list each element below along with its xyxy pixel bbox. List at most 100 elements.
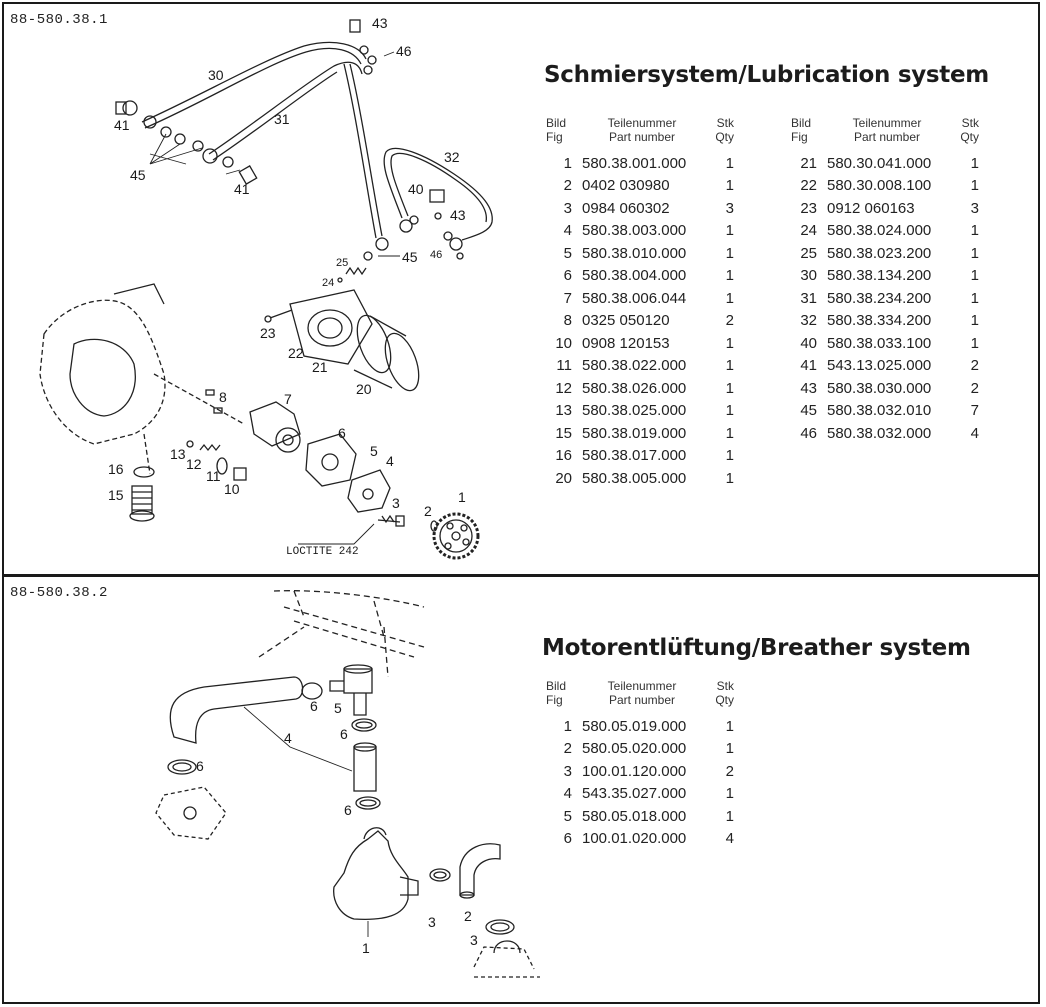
callout-5: 5 <box>370 443 378 459</box>
fig-cell: 20 <box>555 469 572 487</box>
part-number-cell: 580.30.008.100 <box>827 177 932 195</box>
table-header: Bild Fig Teilenummer Part number Stk Qty <box>544 679 734 715</box>
table-header: Bild Fig Teilenummer Part number Stk Qty <box>789 116 979 152</box>
col-part-number: Teilenummer Part number <box>607 679 677 707</box>
part-number-cell: 580.38.026.000 <box>582 379 687 397</box>
section-title: Schmiersystem/Lubrication system <box>544 62 989 88</box>
oil-pump-gear-1 <box>432 512 480 560</box>
callout-4: 4 <box>284 730 292 746</box>
table-row: 10 0908 120153 1 <box>544 332 734 355</box>
fig-cell: 24 <box>800 222 817 240</box>
part-number-cell: 580.05.020.000 <box>582 740 687 758</box>
fig-cell: 2 <box>563 177 572 195</box>
callout-43: 43 <box>450 207 466 223</box>
pump-body-6 <box>305 433 357 487</box>
part-number-cell: 580.38.024.000 <box>827 222 932 240</box>
fig-cell: 13 <box>555 402 572 420</box>
qty-cell: 1 <box>725 469 734 487</box>
part-number-cell: 580.05.018.000 <box>582 807 687 825</box>
callout-43: 43 <box>372 15 388 31</box>
part-number-cell: 580.38.001.000 <box>582 154 687 172</box>
parts-table: Bild Fig Teilenummer Part number Stk Qty… <box>544 679 734 850</box>
callout-21: 21 <box>312 359 328 375</box>
pump-cover-5 <box>347 469 391 513</box>
callout-8: 8 <box>219 389 227 405</box>
qty-cell: 1 <box>970 177 979 195</box>
oil-line-31 <box>208 61 363 155</box>
callout-2: 2 <box>464 908 472 924</box>
oil-line-30 <box>141 41 367 123</box>
oil-line-32 <box>383 147 493 241</box>
qty-cell: 3 <box>970 199 979 217</box>
callout-4: 4 <box>386 453 394 469</box>
part-number-cell: 580.38.025.000 <box>582 402 687 420</box>
col-qty: Stk Qty <box>715 679 734 707</box>
qty-cell: 1 <box>725 244 734 262</box>
figure-id: 88-580.38.2 <box>10 585 108 601</box>
callout-25: 25 <box>336 257 348 269</box>
qty-cell: 1 <box>725 357 734 375</box>
callout-10: 10 <box>224 481 240 497</box>
fig-cell: 4 <box>563 785 572 803</box>
fig-cell: 10 <box>555 334 572 352</box>
breather-exploded-diagram: 1 2 3 3 4 5 6 6 6 6 <box>155 590 540 978</box>
qty-cell: 3 <box>725 199 734 217</box>
qty-cell: 4 <box>970 424 979 442</box>
lubrication-panel: 88-580.38.1 <box>2 2 1040 576</box>
part-number-cell: 580.30.041.000 <box>827 154 932 172</box>
qty-cell: 1 <box>725 334 734 352</box>
callout-30: 30 <box>208 67 224 83</box>
part-number-cell: 0908 120153 <box>582 334 670 352</box>
col-part-number: Teilenummer Part number <box>852 116 922 144</box>
callout-7: 7 <box>284 391 292 407</box>
lubrication-exploded-diagram: 1 2 3 4 5 6 7 8 10 11 12 13 15 16 20 21 … <box>39 15 493 560</box>
callout-2: 2 <box>424 503 432 519</box>
qty-cell: 1 <box>970 289 979 307</box>
qty-cell: 1 <box>970 267 979 285</box>
breather-tank-1 <box>333 827 419 921</box>
fig-cell: 16 <box>555 447 572 465</box>
callout-22: 22 <box>288 345 304 361</box>
callout-6: 6 <box>338 425 346 441</box>
col-fig: Bild Fig <box>546 679 567 707</box>
fig-cell: 2 <box>563 740 572 758</box>
qty-cell: 2 <box>725 762 734 780</box>
part-number-cell: 580.38.004.000 <box>582 267 687 285</box>
fig-cell: 15 <box>555 424 572 442</box>
callout-45: 45 <box>130 167 146 183</box>
fig-cell: 6 <box>563 830 572 848</box>
loctite-note: LOCTITE 242 <box>286 546 359 558</box>
table-header: Bild Fig Teilenummer Part number Stk Qty <box>544 116 734 152</box>
callout-45: 45 <box>402 249 418 265</box>
pump-shaft-7 <box>249 401 301 447</box>
part-number-cell: 100.01.020.000 <box>582 830 687 848</box>
qty-cell: 1 <box>725 289 734 307</box>
part-number-cell: 580.38.234.200 <box>827 289 932 307</box>
col-fig: Bild Fig <box>791 116 812 144</box>
fig-cell: 43 <box>800 379 817 397</box>
callout-11: 11 <box>206 468 221 484</box>
seal-ring-16 <box>133 466 155 478</box>
fig-cell: 7 <box>563 289 572 307</box>
callout-46: 46 <box>430 249 442 261</box>
qty-cell: 1 <box>725 379 734 397</box>
qty-cell: 1 <box>725 267 734 285</box>
callout-23: 23 <box>260 325 276 341</box>
fig-cell: 40 <box>800 334 817 352</box>
callout-1: 1 <box>458 489 466 505</box>
callout-41: 41 <box>114 117 130 133</box>
